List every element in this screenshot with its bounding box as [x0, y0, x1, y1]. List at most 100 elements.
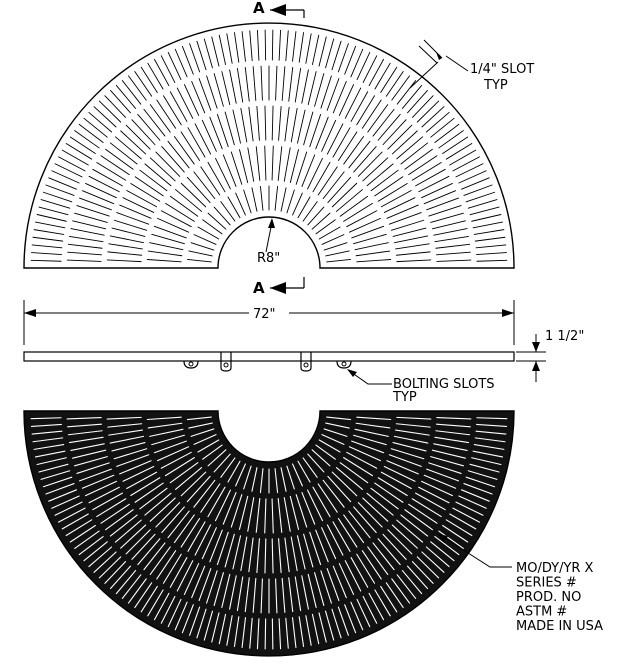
grate-slot: [79, 124, 103, 142]
grate-slot: [202, 120, 216, 151]
thickness-label: 1 1/2": [545, 329, 584, 344]
grate-slot: [177, 88, 192, 118]
grate-slot: [412, 162, 441, 180]
grate-slot: [456, 164, 483, 177]
grate-slot: [241, 108, 247, 141]
grate-slot: [176, 190, 202, 212]
grate-slot: [32, 253, 62, 255]
grate-slot: [308, 207, 324, 225]
grate-slot: [89, 112, 112, 132]
grate-slot: [289, 67, 293, 101]
grate-slot: [55, 164, 82, 177]
stamp-line: PROD. NO: [516, 590, 581, 605]
grate-slot: [127, 191, 157, 207]
grate-slot: [68, 244, 102, 248]
grate-slot: [161, 56, 175, 83]
grate-slot: [250, 31, 252, 61]
grate-slot: [322, 235, 344, 245]
bolting-slot: [337, 361, 351, 368]
grate-slot: [214, 74, 223, 107]
grate-slot: [409, 156, 437, 175]
grate-slot: [120, 205, 151, 218]
grate-slot: [419, 176, 449, 191]
grate-slot: [67, 260, 101, 261]
stamp-line: MADE IN USA: [516, 619, 603, 634]
slot-callout: 1/4" SLOT TYP: [410, 40, 534, 93]
grate-slot: [181, 132, 199, 161]
grate-slot: [249, 107, 253, 141]
grate-slot: [201, 167, 220, 195]
grate-slot: [312, 213, 330, 229]
grate-slot: [121, 131, 146, 154]
grate-slot: [138, 114, 160, 140]
grate-slot: [431, 118, 454, 137]
stamp-line: MO/DY/YR X: [516, 561, 594, 576]
grate-slot: [194, 172, 215, 199]
grate-slot: [135, 177, 163, 196]
grate-slot: [97, 162, 126, 180]
grate-slot: [357, 96, 375, 125]
grate-slot: [282, 67, 285, 101]
grate-slot: [208, 162, 225, 191]
grate-slot: [466, 192, 494, 202]
grate-slot: [405, 149, 433, 169]
grate-slot: [194, 235, 216, 245]
grate-slot: [94, 107, 116, 127]
grate-slot: [371, 170, 398, 191]
grate-slot: [347, 211, 377, 227]
grate-slot: [107, 260, 141, 262]
bolting-callout: BOLTING SLOTS TYP: [347, 369, 495, 405]
grate-slot: [131, 184, 160, 202]
grate-slot: [158, 218, 189, 232]
grate-slot: [308, 72, 316, 105]
grate-slot: [62, 150, 88, 165]
underside-view: [24, 411, 514, 656]
grate-slot: [128, 76, 146, 100]
grate-slot: [71, 229, 104, 236]
grate-slot: [397, 81, 415, 105]
grate-slot: [378, 184, 407, 202]
grate-slot: [333, 128, 350, 157]
grate-slot: [434, 229, 467, 236]
grate-slot: [66, 143, 92, 159]
grate-slot: [135, 71, 152, 96]
slot-note-typ: TYP: [483, 78, 508, 93]
grate-slot: [332, 183, 356, 207]
underside-outline: [24, 411, 514, 656]
grate-slot: [378, 114, 400, 140]
grate-slot: [126, 125, 150, 149]
grate-slot: [393, 228, 426, 236]
grate-slot: [339, 85, 353, 116]
grate-slot: [426, 112, 449, 132]
grate-slot: [322, 120, 336, 151]
grate-slot: [362, 100, 381, 128]
grate-slot: [248, 148, 254, 181]
grate-slot: [212, 37, 219, 66]
grate-slot: [168, 141, 189, 168]
grate-slot: [324, 243, 347, 250]
grate-slot: [99, 101, 120, 122]
grate-slot: [132, 120, 155, 145]
grate-slot: [150, 158, 175, 181]
grate-slot: [318, 167, 337, 195]
grate-slot: [111, 90, 131, 112]
radius-callout: R8": [257, 218, 280, 266]
grate-slot: [422, 183, 453, 197]
grate-slot: [257, 106, 260, 140]
width-dimension: 72": [24, 300, 514, 345]
grate-slot: [144, 109, 165, 136]
grate-slot: [31, 260, 61, 261]
grate-slot: [417, 101, 438, 122]
grate-slot: [443, 137, 468, 154]
grate-slot: [351, 92, 368, 122]
grate-slot: [412, 96, 433, 118]
grate-slot: [302, 70, 309, 103]
grate-slot: [435, 236, 469, 241]
grate-slot: [272, 146, 273, 180]
section-label-top: A: [253, 0, 265, 17]
grate-slot: [265, 146, 266, 180]
grate-slot: [147, 259, 181, 261]
grate-slot: [291, 108, 297, 141]
